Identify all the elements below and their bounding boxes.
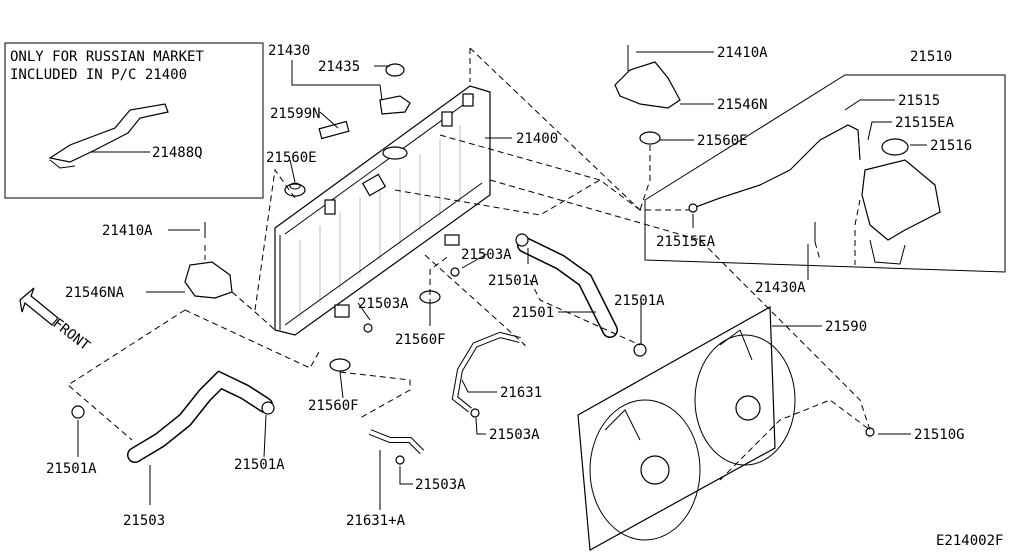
callout-21631: 21631 <box>500 385 542 401</box>
tank-cap-21516-shape <box>881 138 909 156</box>
label-21599n-shape <box>318 120 350 140</box>
callout-21599n: 21599N <box>270 106 321 122</box>
callout-21410a-left: 21410A <box>102 223 153 239</box>
callout-21503a-1: 21503A <box>461 247 512 263</box>
seal-21435-shape <box>385 63 405 77</box>
callout-21516: 21516 <box>930 138 972 154</box>
fan-shroud-21590 <box>577 305 796 551</box>
reservoir-group-outline <box>644 74 1006 273</box>
callout-21488q: 21488Q <box>152 145 203 161</box>
diagram-code: E214002F <box>936 533 1003 549</box>
callout-21503a-4: 21503A <box>415 477 466 493</box>
callout-21590: 21590 <box>825 319 867 335</box>
part-callouts: 21430 21435 21599N 21560E 21410A 21546NA… <box>46 43 1003 549</box>
callout-21501: 21501 <box>512 305 554 321</box>
callout-21435: 21435 <box>318 59 360 75</box>
note-line-2: INCLUDED IN P/C 21400 <box>10 67 187 83</box>
callout-21503: 21503 <box>123 513 165 529</box>
callout-21430a: 21430A <box>755 280 806 296</box>
callout-21560f-2: 21560F <box>308 398 359 414</box>
callout-21546n: 21546N <box>717 97 768 113</box>
callout-21631-a: 21631+A <box>346 513 406 529</box>
callout-21501a-bottom: 21501A <box>234 457 285 473</box>
radiator-21400 <box>274 85 491 336</box>
callout-21515ea-right: 21515EA <box>895 115 955 131</box>
assembly-dashed-lines <box>67 47 871 481</box>
mount-bushing-21560e-left <box>284 182 306 197</box>
callout-21430: 21430 <box>268 43 310 59</box>
callout-21501a-right: 21501A <box>614 293 665 309</box>
callout-21515: 21515 <box>898 93 940 109</box>
callout-21560f-1: 21560F <box>395 332 446 348</box>
bushing-21560e-top-shape <box>639 131 661 145</box>
callout-21515ea-left: 21515EA <box>656 234 716 250</box>
callout-21560e-top: 21560E <box>697 133 748 149</box>
callout-21510: 21510 <box>910 49 952 65</box>
bracket-21546n-shape <box>614 61 681 109</box>
callout-21503a-3: 21503A <box>489 427 540 443</box>
part-21488q-shape <box>48 103 169 163</box>
callout-21510g: 21510G <box>914 427 965 443</box>
leader-lines <box>77 51 927 510</box>
callout-21560e-left: 21560E <box>266 150 317 166</box>
callout-21501a-mid: 21501A <box>488 273 539 289</box>
radiator-cap-21430 <box>379 63 411 115</box>
russian-market-note-box: ONLY FOR RUSSIAN MARKET INCLUDED IN P/C … <box>4 42 264 199</box>
callout-21410a-top: 21410A <box>717 45 768 61</box>
front-label: FRONT <box>50 316 94 355</box>
reservoir-tank-21510 <box>692 124 941 265</box>
callout-21501a-left: 21501A <box>46 461 97 477</box>
callout-21546na: 21546NA <box>65 285 125 301</box>
bracket-21546na-shape <box>184 261 233 299</box>
callout-21400: 21400 <box>516 131 558 147</box>
note-line-1: ONLY FOR RUSSIAN MARKET <box>10 49 204 65</box>
callout-21503a-2: 21503A <box>358 296 409 312</box>
